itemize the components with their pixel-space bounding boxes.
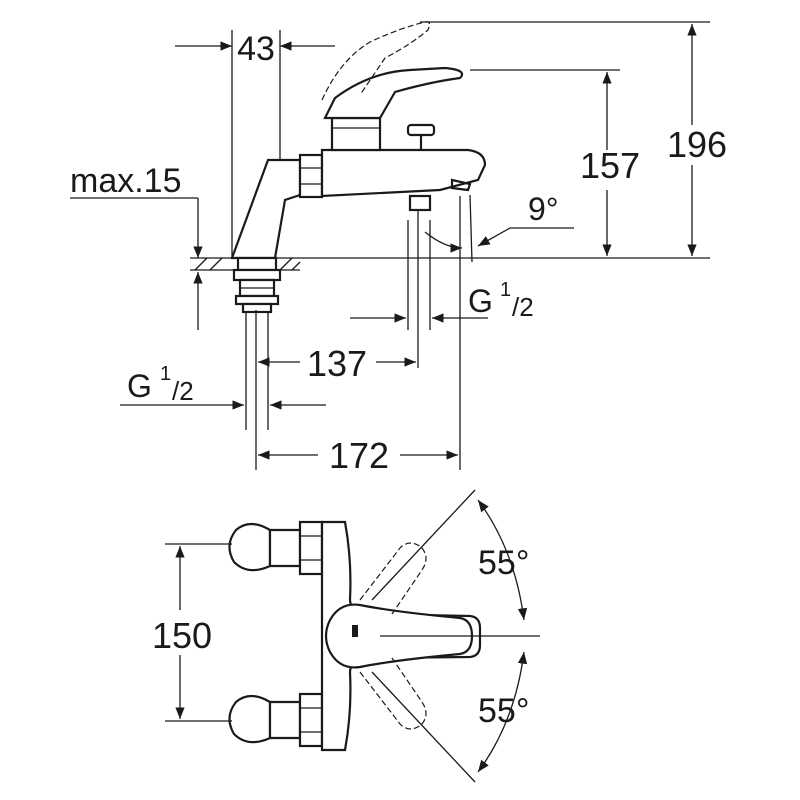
faucet-base: [230, 158, 302, 260]
spout-body: [320, 148, 487, 198]
svg-text:G: G: [468, 283, 493, 319]
connector-bottom-ball: [228, 694, 272, 744]
connector-top-ball: [228, 522, 272, 572]
mounting-shank: [232, 256, 282, 430]
hex-nut-bottom: [298, 692, 324, 748]
dim-150-label: 150: [152, 615, 212, 656]
lever-rotated-top: [359, 542, 427, 615]
dim-172-label: 172: [329, 435, 389, 476]
dim-55-top-label: 55°: [478, 544, 529, 582]
shower-outlet: [408, 194, 432, 212]
svg-text:G: G: [127, 368, 152, 404]
aerator: [450, 178, 472, 192]
deck-hatch: [190, 257, 301, 271]
lever-handle: [323, 66, 464, 120]
dim-43-label: 43: [237, 30, 275, 68]
top-view: 55° 55° 150: [152, 489, 540, 783]
hex-nut-left: [298, 153, 324, 199]
cartridge: [330, 116, 382, 152]
svg-text:1: 1: [500, 279, 511, 301]
hex-nut-top: [298, 520, 324, 576]
thread-right-label: G 1 /2: [468, 279, 534, 322]
dim-9deg-label: 9°: [528, 191, 559, 227]
dim-137-label: 137: [307, 343, 367, 384]
dim-55-bottom-label: 55°: [478, 692, 529, 730]
svg-text:1: 1: [160, 363, 171, 385]
lever-indicator: [352, 625, 358, 637]
lever-rotated-bottom: [359, 657, 427, 730]
side-view: 43 max.15 157 196 9° G 1 /2 137: [70, 21, 727, 476]
diverter-knob: [406, 123, 436, 137]
dim-157-label: 157: [580, 145, 640, 186]
svg-text:/2: /2: [172, 376, 194, 406]
thread-left-label: G 1 /2: [127, 363, 194, 406]
dim-196-label: 196: [667, 124, 727, 165]
dim-max15-label: max.15: [70, 162, 182, 200]
svg-text:/2: /2: [512, 292, 534, 322]
